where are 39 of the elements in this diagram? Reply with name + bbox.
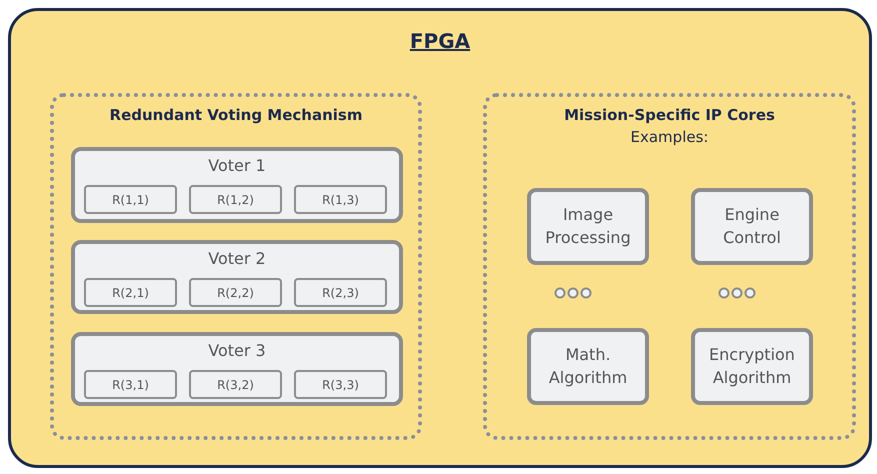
register-label: R(2,3) xyxy=(322,286,359,300)
panel-title: FPGA xyxy=(410,29,470,53)
register-box xyxy=(294,278,387,307)
register-box xyxy=(84,278,177,307)
register-label: R(3,1) xyxy=(112,378,149,392)
core-label: Math. Algorithm xyxy=(548,344,628,388)
ip-core-box xyxy=(691,188,813,265)
voter-label: Voter 1 xyxy=(208,156,266,175)
group-title: Redundant Voting Mechanism xyxy=(110,106,362,124)
register-label: R(1,2) xyxy=(217,192,254,206)
register-label: R(1,1) xyxy=(112,192,149,206)
register-label: R(3,2) xyxy=(217,378,254,392)
register-label: R(2,1) xyxy=(112,286,149,300)
group-title: Mission-Specific IP Cores xyxy=(564,106,775,124)
register-box xyxy=(189,370,282,399)
register-box xyxy=(189,278,282,307)
voter-label: Voter 2 xyxy=(208,249,266,268)
voter-box xyxy=(71,147,403,223)
voter-label: Voter 3 xyxy=(208,341,266,360)
group-frame xyxy=(50,93,422,440)
voter-box xyxy=(71,332,403,406)
register-box xyxy=(84,185,177,214)
register-label: R(1,3) xyxy=(322,192,359,206)
ip-core-box xyxy=(527,188,649,265)
core-label: Engine Control xyxy=(722,204,782,248)
fpga-panel xyxy=(8,8,872,468)
register-box xyxy=(294,370,387,399)
register-box xyxy=(189,185,282,214)
group-frame xyxy=(483,93,856,440)
voter-box xyxy=(71,240,403,314)
core-label: Image Processing xyxy=(544,204,632,248)
register-box xyxy=(294,185,387,214)
register-label: R(3,3) xyxy=(322,378,359,392)
ip-core-box xyxy=(691,328,813,405)
register-box xyxy=(84,370,177,399)
ip-core-box xyxy=(527,328,649,405)
core-label: Encryption Algorithm xyxy=(708,344,796,388)
register-label: R(2,2) xyxy=(217,286,254,300)
subtitle: Examples: xyxy=(630,128,708,146)
